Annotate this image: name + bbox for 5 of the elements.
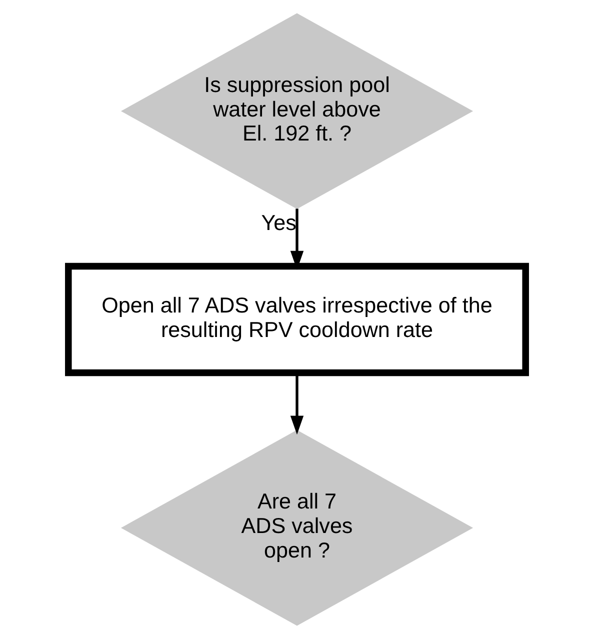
node-box: Open all 7 ADS valves irrespective of the resulting RPV cooldown rate — [64, 262, 528, 376]
node-diamond: Is suppression pool water level above El. 192 ft. ? — [120, 13, 473, 209]
arrow — [290, 208, 304, 270]
arrow — [290, 373, 304, 435]
node-diamond: Are all 7 ADS valves open ? — [120, 430, 473, 626]
